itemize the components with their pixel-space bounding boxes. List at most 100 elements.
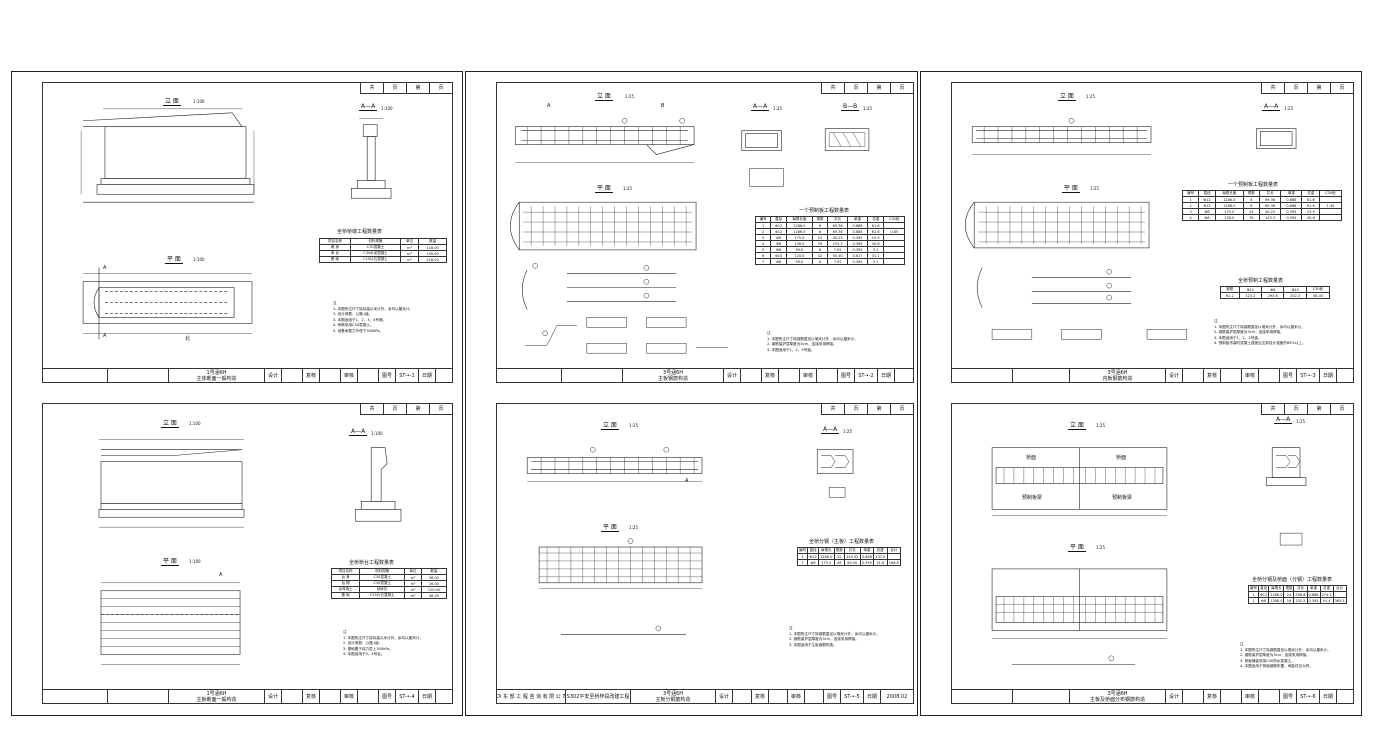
drawing-number: ST-•-2 bbox=[854, 369, 877, 382]
drawing-title-2: 主体断面一般构造 bbox=[196, 375, 237, 382]
elevation-title: 立 面 bbox=[1068, 422, 1086, 430]
north-arrow-label: 北 bbox=[185, 336, 191, 342]
rebar-drawing-5 bbox=[526, 446, 854, 635]
section-scale: 1:100 bbox=[371, 431, 383, 436]
notes: 注 1. 本图所注尺寸除钢筋直径以毫米计外，余均以厘米计。2. 钢筋保护层厚度为… bbox=[789, 626, 880, 647]
notes: 注 1. 本图所注尺寸除标高以米计外，余均以厘米计。2. 设计荷载：公路-I级。… bbox=[343, 630, 424, 656]
project-name: S302平安至桥梓段改建工程 bbox=[565, 690, 630, 703]
abutment-drawing-4 bbox=[98, 439, 402, 665]
elevation-title: 立 面 bbox=[163, 98, 181, 106]
quantity-table-title: 全桥桥台工程数量表 bbox=[349, 560, 395, 566]
deck-rebar-drawing-6 bbox=[991, 447, 1307, 665]
section-mark-a: A bbox=[547, 103, 551, 109]
rebar-drawing-3 bbox=[964, 118, 1297, 340]
elevation-title: 立 面 bbox=[601, 422, 619, 430]
drawing-panel-6[interactable]: 共页第页 立 面 1:25 A—A 1:25 平 面 1:25 桥面 桥 bbox=[951, 403, 1354, 704]
elevation-title: 立 面 bbox=[595, 93, 613, 101]
section-scale: 1:25 bbox=[843, 429, 852, 434]
section-2-scale: 1:25 bbox=[863, 106, 872, 111]
drawing-number: ST-•-5 bbox=[840, 690, 863, 703]
section-mark-b: B bbox=[661, 103, 665, 109]
section-mark-a-bottom: A bbox=[103, 333, 107, 339]
plan-title: 平 面 bbox=[601, 524, 619, 532]
rebar-drawing-2 bbox=[510, 118, 870, 354]
drawing-number: ST-•-4 bbox=[395, 690, 418, 703]
plan-scale: 1:25 bbox=[1090, 186, 1099, 191]
drawing-title-2: 内板钢筋构造 bbox=[1102, 375, 1133, 382]
elevation-scale: 1:25 bbox=[1096, 423, 1105, 428]
drawing-number: ST-•-6 bbox=[1296, 690, 1319, 703]
plan-scale: 1:25 bbox=[629, 525, 638, 530]
plan-scale: 1:25 bbox=[1096, 545, 1105, 550]
drawing-title-1: 1号涵6H bbox=[206, 369, 227, 376]
quantity-table-title: 一个预制板工程数量表 bbox=[799, 208, 850, 214]
notes: 注 1. 本图所注尺寸除钢筋直径以毫米计外，余均以厘米计。2. 钢筋保护层厚度为… bbox=[1214, 319, 1306, 345]
plan-title: 平 面 bbox=[1068, 544, 1086, 552]
section-mark-a: A bbox=[219, 572, 223, 578]
sheet-counter: 共页第页 bbox=[821, 82, 914, 94]
drawing-title-1: 1号涵6H bbox=[206, 690, 227, 697]
plate-label-right: 预制板梁 bbox=[1112, 495, 1133, 501]
sheet-counter: 共页第页 bbox=[821, 403, 914, 415]
drawing-panel-1[interactable]: 共页第页 bbox=[42, 82, 453, 383]
deck-label-left: 桥面 bbox=[1026, 455, 1037, 461]
section-mark-a: A bbox=[685, 478, 689, 484]
drawing-panel-5[interactable]: 共页第页 立 面 1:25 A—A 1:25 平 面 1:25 A 全桥分钢（主… bbox=[496, 403, 914, 704]
notes: 注 1. 本图所注尺寸除钢筋直径以毫米计外，余均以厘米计。2. 钢筋保护层厚度为… bbox=[1240, 642, 1331, 668]
elevation-scale: 1:100 bbox=[189, 421, 201, 426]
drawing-title-1: 3号涵6H bbox=[1107, 369, 1128, 376]
plan-title: 平 面 bbox=[595, 185, 613, 193]
quantity-table-title: 全桥桥墩工程数量表 bbox=[337, 229, 383, 235]
drawing-panel-4[interactable]: 共页第页 立 面 1:100 A—A 1:100 平 面 1:100 A 全桥桥… bbox=[42, 403, 453, 704]
company-name: XX 东 部 工 程 咨 询 有 限 公 司 bbox=[497, 694, 565, 700]
section-title: A—A bbox=[751, 103, 770, 111]
quantity-table-title: 全桥分钢及桥面（分钢）工程数量表 bbox=[1252, 577, 1333, 583]
elevation-title: 立 面 bbox=[1058, 93, 1076, 101]
drawing-title-1: 3号涵6H bbox=[1107, 690, 1128, 697]
quantity-table-title: 全桥分钢（主板）工程数量表 bbox=[809, 539, 875, 545]
sheet-right bbox=[920, 71, 1362, 716]
section-title: A—A bbox=[821, 426, 840, 434]
title-block: XX 东 部 工 程 咨 询 有 限 公 司 S302平安至桥梓段改建工程 3号… bbox=[496, 689, 914, 704]
section-scale: 1:100 bbox=[381, 106, 393, 111]
elevation-scale: 1:100 bbox=[193, 99, 205, 104]
section-title: A—A bbox=[349, 428, 368, 436]
quantity-table-title: 一个预制板工程数量表 bbox=[1228, 182, 1279, 188]
sheet-counter: 共页第页 bbox=[360, 403, 453, 415]
section-title: A—A bbox=[359, 103, 378, 111]
drawing-panel-2[interactable]: 共页第页 bbox=[496, 82, 914, 383]
drawing-title-2: 主板断面一般构造 bbox=[196, 696, 237, 703]
elevation-scale: 1:25 bbox=[629, 423, 638, 428]
drawing-title-2: 主板钢筋构造 bbox=[657, 375, 688, 382]
section-scale: 1:25 bbox=[773, 106, 782, 111]
plan-scale: 1:100 bbox=[193, 257, 205, 262]
deck-label-right: 桥面 bbox=[1116, 455, 1127, 461]
plan-title: 平 面 bbox=[161, 558, 179, 566]
drawing-number: ST-•-3 bbox=[1296, 369, 1319, 382]
drawing-title-2: 主板分钢筋构造 bbox=[655, 696, 691, 703]
drawing-date: 2008.02 bbox=[880, 690, 913, 703]
notes: 注 1. 本图所注尺寸除标高以米计外，余均以厘米计。2. 设计荷载：公路-I级。… bbox=[333, 301, 414, 333]
drawing-panel-3[interactable]: 共页第页 立 面 1:25 A—A 1:25 平 面 1:25 一个预制板工程数… bbox=[951, 82, 1354, 383]
